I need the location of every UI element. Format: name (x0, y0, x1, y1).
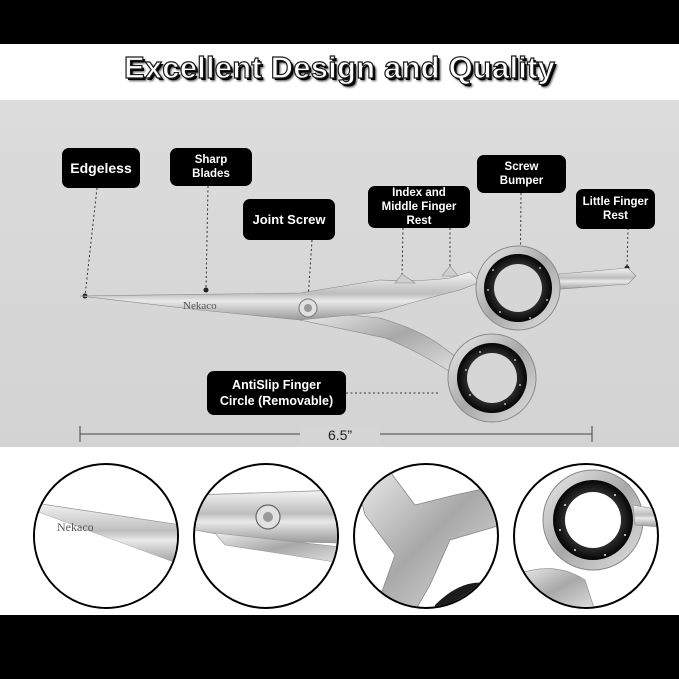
label-sharp-blades: Sharp Blades (170, 148, 252, 186)
label-antislip-circle: AntiSlip Finger Circle (Removable) (207, 371, 346, 415)
page-title: Excellent Design and Quality (123, 49, 556, 85)
closeup-brand-engraving: Nekaco (57, 520, 94, 534)
measurement-label: 6.5” (300, 427, 380, 443)
bottom-black-band (0, 615, 679, 679)
top-black-band (0, 0, 679, 44)
brand-engraving: Nekaco (183, 300, 217, 312)
label-little-finger-rest: Little Finger Rest (576, 189, 655, 229)
joint-screw-closeup (193, 463, 339, 609)
label-joint-screw: Joint Screw (243, 199, 335, 240)
label-screw-bumper: Screw Bumper (477, 155, 566, 193)
finger-ring-closeup (513, 463, 659, 609)
label-index-middle-rest: Index and Middle Finger Rest (368, 186, 470, 228)
title-band (0, 44, 679, 100)
blade-tip-closeup: Nekaco (33, 463, 179, 609)
finger-rest-closeup (353, 463, 499, 609)
label-edgeless: Edgeless (62, 148, 140, 188)
